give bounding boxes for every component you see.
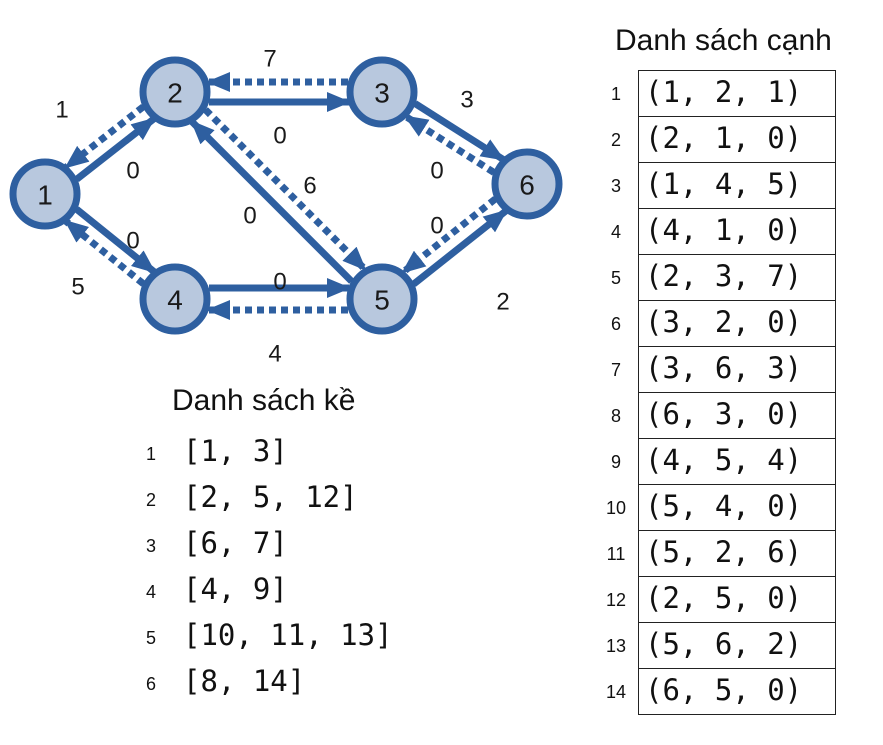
edge-list-row-value: (3, 2, 0) <box>645 305 803 339</box>
edge-list-row-value: (3, 6, 3) <box>645 351 803 385</box>
graph-node-label-3: 3 <box>374 78 390 109</box>
edge-list-row-value: (5, 4, 0) <box>645 489 803 523</box>
edge-weight-label-6-3: 0 <box>430 158 443 185</box>
edge-list-row-value: (5, 2, 6) <box>645 535 803 569</box>
edge-list-row: 12 (2, 5, 0) <box>606 577 836 623</box>
adjacency-row-value: [10, 11, 13] <box>183 618 393 652</box>
graph-node-3 <box>346 56 418 128</box>
edge-list-row: 7 (3, 6, 3) <box>611 347 836 393</box>
graph-node-1 <box>9 158 81 230</box>
edge-list-row-value: (4, 5, 4) <box>645 443 803 477</box>
edge-list-row: 13 (5, 6, 2) <box>606 623 836 669</box>
edge-weight-label-1-2: 1 <box>55 97 68 124</box>
edge-list-row-value: (6, 5, 0) <box>645 673 803 707</box>
adjacency-list-title: Danh sách kề <box>172 384 356 417</box>
adjacency-row-value: [6, 7] <box>183 526 288 560</box>
edge-list-row-value: (6, 3, 0) <box>645 397 803 431</box>
edge-list-row: 8 (6, 3, 0) <box>611 393 836 439</box>
edge-list-row-index: 12 <box>605 590 627 610</box>
graph-node-label-5: 5 <box>374 285 390 316</box>
adjacency-row-index: 2 <box>145 490 156 510</box>
edge-arrow-6-5-residual <box>400 196 498 275</box>
adjacency-row-value: [1, 3] <box>183 434 288 468</box>
edge-weight-label-2-5: 0 <box>243 203 256 230</box>
edge-weight-label-3-6: 3 <box>460 87 473 114</box>
edge-weight-label-6-5: 0 <box>430 213 443 240</box>
edge-arrow-5-2 <box>189 119 355 284</box>
graph-node-label-2: 2 <box>167 78 183 109</box>
edge-list-row: 10 (5, 4, 0) <box>606 485 836 531</box>
graph-node-label-6: 6 <box>519 170 535 201</box>
edge-arrow-1-2 <box>74 115 157 183</box>
graph-node-4 <box>139 263 211 335</box>
graph-node-label-4: 4 <box>167 285 183 316</box>
edge-list-row: 4 (4, 1, 0) <box>611 209 836 255</box>
edge-list-row: 1 (1, 2, 1) <box>611 71 836 117</box>
edge-weight-label-5-4: 0 <box>273 269 286 296</box>
edge-list-row-index: 8 <box>610 406 621 426</box>
edge-arrow-2-1-residual <box>63 103 146 171</box>
edge-list-row: 9 (4, 5, 4) <box>611 439 836 485</box>
graph-node-2 <box>139 56 211 128</box>
edge-list-row-value: (2, 5, 0) <box>645 581 803 615</box>
adjacency-row-index: 1 <box>145 444 156 464</box>
adjacency-row-value: [4, 9] <box>183 572 288 606</box>
edge-list-row-index: 6 <box>610 314 621 334</box>
adjacency-row-index: 6 <box>145 674 156 694</box>
edge-list-row: 11 (5, 2, 6) <box>607 531 836 577</box>
edge-list-row-value: (4, 1, 0) <box>645 213 803 247</box>
adjacency-row-index: 3 <box>145 536 156 556</box>
edge-list-row-value: (1, 2, 1) <box>645 75 803 109</box>
edge-weight-label-4-5: 4 <box>268 341 281 368</box>
graph-node-5 <box>346 263 418 335</box>
edge-list-row-index: 14 <box>605 682 627 702</box>
edge-weight-label-2-3: 7 <box>263 46 276 73</box>
edge-list-row-index: 3 <box>610 176 621 196</box>
edge-list-row-value: (2, 3, 7) <box>645 259 803 293</box>
edge-list-row-index: 4 <box>610 222 621 242</box>
edge-list-row: 14 (6, 5, 0) <box>606 669 836 715</box>
edge-arrow-1-4 <box>74 206 157 275</box>
edge-arrow-4-1-residual <box>63 218 146 287</box>
edge-list-row-index: 7 <box>610 360 621 380</box>
edge-list-row-index: 11 <box>606 544 626 564</box>
edge-list-row-value: (2, 1, 0) <box>645 121 803 155</box>
edge-list-row-value: (1, 4, 5) <box>645 167 803 201</box>
edge-list-row: 2 (2, 1, 0) <box>611 117 836 163</box>
edge-list-row-index: 2 <box>610 130 621 150</box>
edge-list-row: 5 (2, 3, 7) <box>611 255 836 301</box>
edge-weight-label-3-2: 0 <box>273 123 286 150</box>
edge-list-row: 3 (1, 4, 5) <box>611 163 836 209</box>
graph-node-6 <box>491 148 563 220</box>
adjacency-row-value: [8, 14] <box>183 664 306 698</box>
edge-weight-label-2-1: 0 <box>126 158 139 185</box>
nodes-layer: 1 2 3 4 5 6 <box>9 56 563 335</box>
edge-list-row: 6 (3, 2, 0) <box>611 301 836 347</box>
edge-list-row-index: 10 <box>605 498 627 518</box>
edge-weight-label-1-4: 5 <box>71 274 84 301</box>
edge-arrow-3-6 <box>413 100 506 163</box>
adjacency-row-index: 5 <box>145 628 156 648</box>
edge-list-row-index: 9 <box>610 452 621 472</box>
edge-list-row-index: 1 <box>610 84 621 104</box>
adjacency-row-value: [2, 5, 12] <box>183 480 358 514</box>
edge-list-row-index: 13 <box>605 636 627 656</box>
edge-weight-label-5-2: 6 <box>303 173 316 200</box>
graph-node-label-1: 1 <box>37 180 53 211</box>
edge-arrow-6-3-residual <box>403 113 496 176</box>
edge-arrow-2-5-residual <box>202 107 368 272</box>
edge-list-table: 1 (1, 2, 1) 2 (2, 1, 0) 3 (1, 4, 5) 4 (4, 1, 0)… <box>606 70 836 715</box>
edge-weight-label-4-1: 0 <box>126 228 139 255</box>
edge-list-row-index: 5 <box>610 268 621 288</box>
edge-weight-label-5-6: 2 <box>496 289 509 316</box>
edge-list-row-value: (5, 6, 2) <box>645 627 803 661</box>
edge-list-title: Danh sách cạnh <box>615 24 832 57</box>
edge-arrow-5-6 <box>411 208 509 287</box>
adjacency-row-index: 4 <box>145 582 156 602</box>
